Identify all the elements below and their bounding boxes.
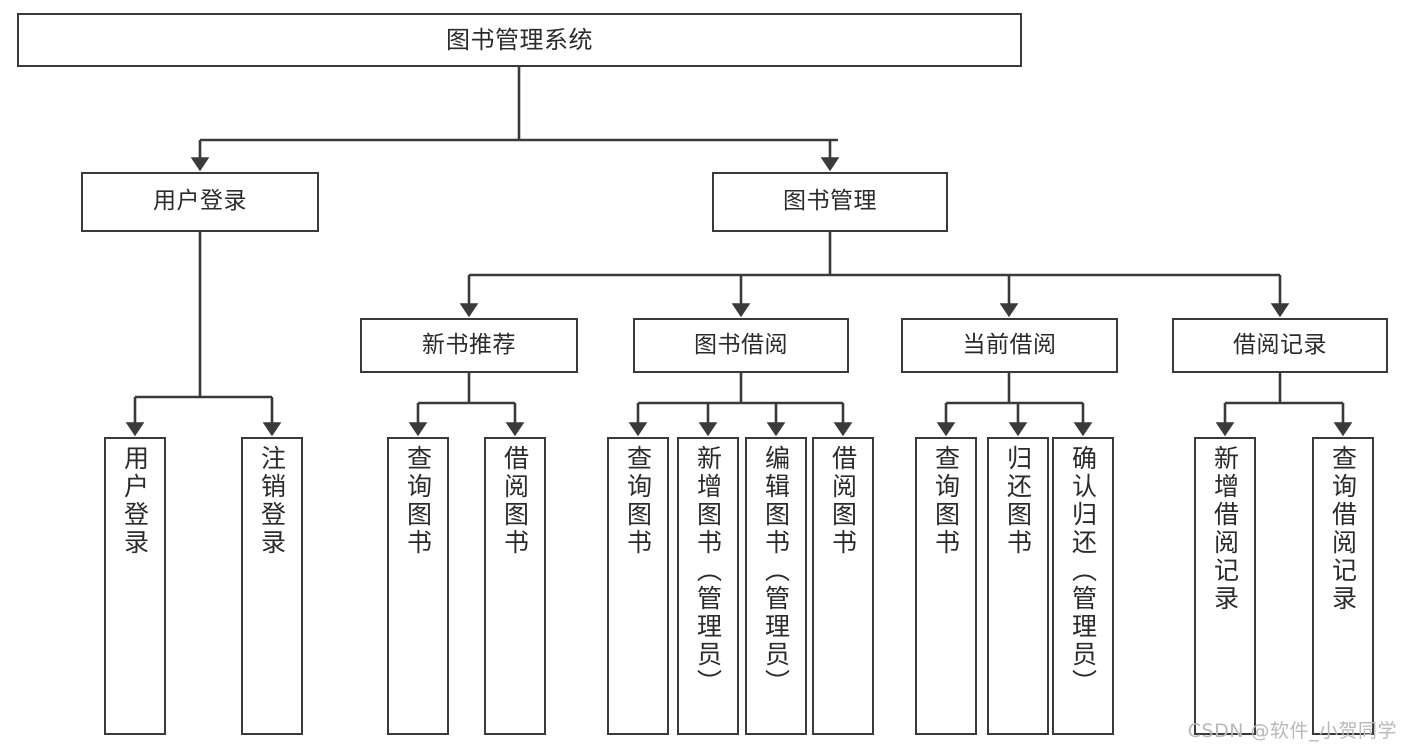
node-leaf-query-book[interactable]: 查询图书 [607, 437, 669, 735]
node-root-label: 图书管理系统 [446, 25, 593, 54]
node-leaf-user-login-label: 用户登录 [120, 445, 150, 557]
node-leaf-add-record[interactable]: 新增借阅记录 [1194, 437, 1256, 735]
node-leaf-edit-book[interactable]: 编辑图书（管理员） [745, 437, 807, 735]
node-current-borrow[interactable]: 当前借阅 [901, 318, 1118, 373]
node-leaf-confirm-return-label: 确认归还（管理员） [1068, 445, 1098, 697]
node-new-book-recommend-label: 新书推荐 [422, 331, 516, 358]
node-book-borrow-label: 图书借阅 [694, 331, 788, 358]
node-leaf-query-book-cur[interactable]: 查询图书 [915, 437, 977, 735]
node-leaf-borrow-book[interactable]: 借阅图书 [812, 437, 874, 735]
node-book-manage[interactable]: 图书管理 [712, 172, 948, 232]
node-leaf-borrow-book-rec[interactable]: 借阅图书 [484, 437, 546, 735]
node-leaf-borrow-book-rec-label: 借阅图书 [500, 445, 530, 557]
node-leaf-logout[interactable]: 注销登录 [241, 437, 303, 735]
node-new-book-recommend[interactable]: 新书推荐 [360, 318, 578, 373]
node-leaf-add-book[interactable]: 新增图书（管理员） [677, 437, 739, 735]
node-borrow-record-label: 借阅记录 [1233, 331, 1327, 358]
node-leaf-query-record[interactable]: 查询借阅记录 [1312, 437, 1374, 735]
node-current-borrow-label: 当前借阅 [962, 331, 1057, 358]
node-leaf-add-record-label: 新增借阅记录 [1210, 445, 1240, 613]
node-leaf-query-book-cur-label: 查询图书 [931, 445, 961, 557]
node-borrow-record[interactable]: 借阅记录 [1172, 318, 1388, 373]
node-leaf-logout-label: 注销登录 [257, 445, 287, 557]
node-leaf-query-book-rec[interactable]: 查询图书 [387, 437, 449, 735]
node-root[interactable]: 图书管理系统 [17, 13, 1022, 67]
node-leaf-return-book[interactable]: 归还图书 [987, 437, 1049, 735]
node-book-manage-label: 图书管理 [783, 188, 877, 215]
node-leaf-confirm-return[interactable]: 确认归还（管理员） [1052, 437, 1114, 735]
node-leaf-query-record-label: 查询借阅记录 [1328, 445, 1358, 613]
node-leaf-query-book-rec-label: 查询图书 [403, 445, 433, 557]
node-leaf-edit-book-label: 编辑图书（管理员） [761, 445, 791, 697]
node-leaf-return-book-label: 归还图书 [1003, 445, 1033, 557]
node-leaf-user-login[interactable]: 用户登录 [104, 437, 166, 735]
node-leaf-query-book-label: 查询图书 [623, 445, 653, 557]
node-user-login-label: 用户登录 [153, 188, 247, 215]
node-book-borrow[interactable]: 图书借阅 [633, 318, 849, 373]
node-leaf-add-book-label: 新增图书（管理员） [693, 445, 723, 697]
node-leaf-borrow-book-label: 借阅图书 [828, 445, 858, 557]
node-user-login[interactable]: 用户登录 [81, 172, 319, 232]
